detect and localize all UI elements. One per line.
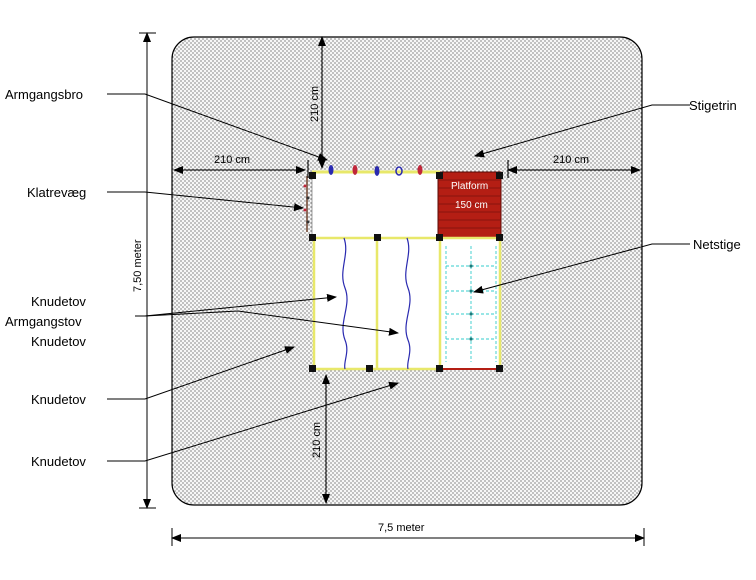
dim-left-horizontal: 210 cm [214, 154, 250, 166]
dim-total-width: 7,5 meter [378, 522, 425, 534]
label-armgangsbro: Armgangsbro [5, 87, 83, 102]
label-armgangstov: Armgangstov [5, 314, 82, 329]
label-knudetov-4: Knudetov [31, 454, 86, 469]
armgangstov-rope [405, 237, 411, 370]
play-structure: Platform 150 cm [303, 165, 503, 372]
callout-lines [107, 93, 690, 462]
label-stigetrin: Stigetrin [689, 98, 737, 113]
knudetov-rope-left [342, 237, 348, 370]
label-knudetov-3: Knudetov [31, 392, 86, 407]
posts [309, 172, 503, 372]
platform [437, 171, 502, 239]
klatrevaeg-wall [303, 176, 310, 232]
dim-total-height: 7,50 meter [132, 239, 144, 292]
yellow-frame [312, 236, 502, 371]
upper-deck [311, 171, 441, 239]
label-knudetov-2: Knudetov [31, 334, 86, 349]
label-klatrevaeg: Klatrevæg [27, 185, 86, 200]
dim-bottom-vertical: 210 cm [311, 422, 323, 458]
netstige-knots [469, 264, 473, 341]
platform-size-label: 150 cm [455, 200, 488, 211]
label-knudetov-1: Knudetov [31, 294, 86, 309]
platform-label: Platform [451, 181, 488, 192]
dim-top-vertical: 210 cm [309, 86, 321, 122]
dim-right-horizontal: 210 cm [553, 154, 589, 166]
lower-area [314, 238, 500, 369]
dimension-lines [139, 32, 645, 546]
platform-texture [438, 179, 501, 229]
label-netstige: Netstige [693, 237, 741, 252]
armgangsbro-rungs [328, 165, 423, 176]
